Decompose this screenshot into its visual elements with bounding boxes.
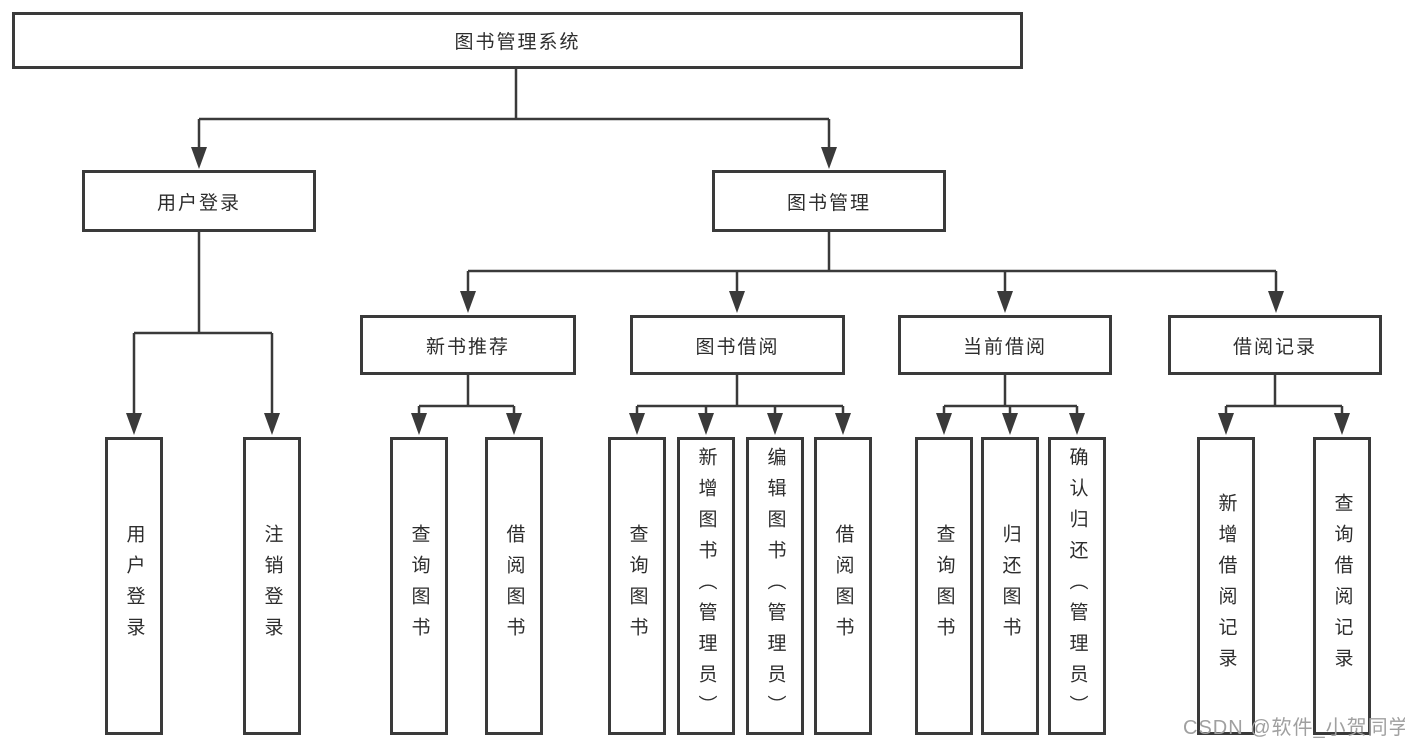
leaf-recommend-query-books-label: 查询图书 xyxy=(408,524,430,648)
leaf-recommend-borrow-books: 借阅图书 xyxy=(485,437,543,735)
node-current-borrowing: 当前借阅 xyxy=(898,315,1112,375)
leaf-current-query-books-label: 查询图书 xyxy=(933,524,955,648)
node-user-login: 用户登录 xyxy=(82,170,316,232)
node-library-management-system: 图书管理系统 xyxy=(12,12,1023,69)
leaf-logout: 注销登录 xyxy=(243,437,301,735)
leaf-user-login-label: 用户登录 xyxy=(123,524,145,648)
leaf-records-add-record: 新增借阅记录 xyxy=(1197,437,1255,735)
csdn-watermark: CSDN @软件_小贺同学 xyxy=(1183,717,1405,739)
leaf-user-login: 用户登录 xyxy=(105,437,163,735)
leaf-borrowing-add-books-admin: 新增图书（管理员） xyxy=(677,437,735,735)
leaf-current-return-books-label: 归还图书 xyxy=(999,524,1021,648)
leaf-current-confirm-return-admin-label: 确认归还（管理员） xyxy=(1066,446,1088,726)
node-book-borrowing: 图书借阅 xyxy=(630,315,845,375)
node-borrowing-records: 借阅记录 xyxy=(1168,315,1382,375)
arrowheads xyxy=(126,147,1350,435)
node-new-book-recommend: 新书推荐 xyxy=(360,315,576,375)
leaf-borrowing-query-books-label: 查询图书 xyxy=(626,524,648,648)
leaf-logout-label: 注销登录 xyxy=(261,524,283,648)
tree-edges xyxy=(132,69,1344,416)
leaf-records-query-record: 查询借阅记录 xyxy=(1313,437,1371,735)
leaf-borrowing-borrow-books-label: 借阅图书 xyxy=(832,524,854,648)
leaf-borrowing-edit-books-admin: 编辑图书（管理员） xyxy=(746,437,804,735)
leaf-recommend-borrow-books-label: 借阅图书 xyxy=(503,524,525,648)
leaf-current-return-books: 归还图书 xyxy=(981,437,1039,735)
leaf-records-add-record-label: 新增借阅记录 xyxy=(1215,493,1237,679)
leaf-current-query-books: 查询图书 xyxy=(915,437,973,735)
leaf-recommend-query-books: 查询图书 xyxy=(390,437,448,735)
leaf-borrowing-add-books-admin-label: 新增图书（管理员） xyxy=(695,446,717,726)
leaf-records-query-record-label: 查询借阅记录 xyxy=(1331,493,1353,679)
leaf-current-confirm-return-admin: 确认归还（管理员） xyxy=(1048,437,1106,735)
node-book-management: 图书管理 xyxy=(712,170,946,232)
leaf-borrowing-edit-books-admin-label: 编辑图书（管理员） xyxy=(764,446,786,726)
leaf-borrowing-borrow-books: 借阅图书 xyxy=(814,437,872,735)
leaf-borrowing-query-books: 查询图书 xyxy=(608,437,666,735)
